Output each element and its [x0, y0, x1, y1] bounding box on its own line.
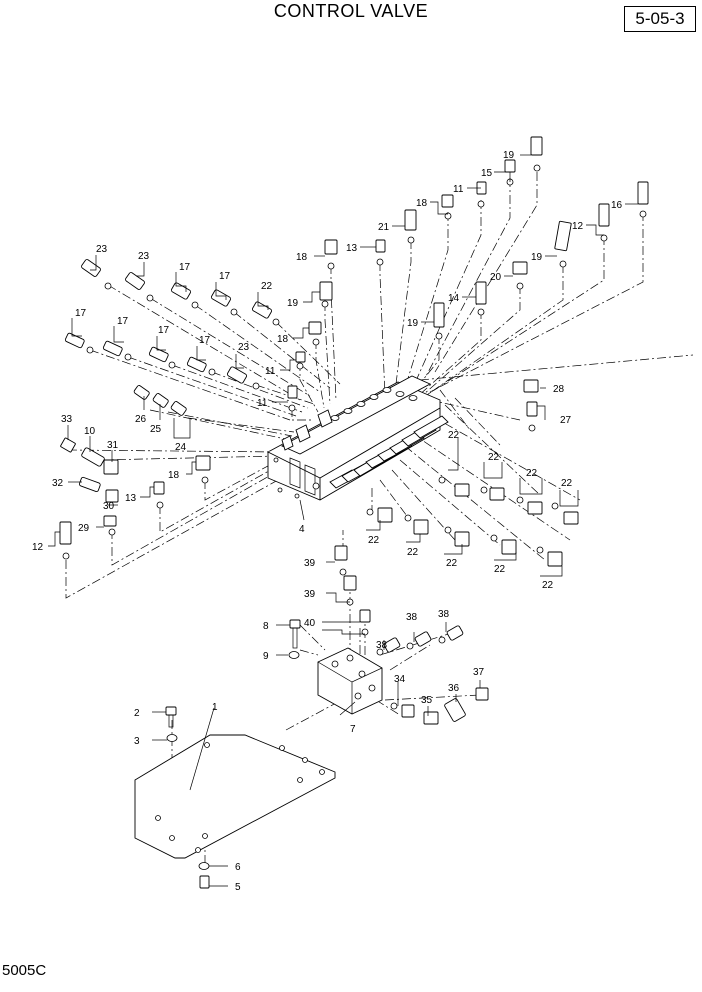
- callout-17c: 17: [75, 308, 87, 319]
- callout-39: 39: [304, 558, 316, 569]
- callout-23: 23: [96, 244, 108, 255]
- callout-24: 24: [175, 442, 187, 453]
- callout-17b: 17: [219, 271, 231, 282]
- callout-18: 18: [416, 198, 428, 209]
- callout-13b: 13: [125, 493, 137, 504]
- leader-lines-right-lower: [371, 354, 694, 561]
- callout-22f: 22: [368, 535, 380, 546]
- footer-code: 5005C: [2, 962, 47, 979]
- callout-16: 16: [611, 200, 623, 211]
- callout-17e: 17: [158, 325, 170, 336]
- callout-22b: 22: [448, 430, 460, 441]
- callout-22h: 22: [446, 558, 458, 569]
- fittings: [59, 136, 649, 889]
- callout-10: 10: [84, 426, 96, 437]
- callout-15: 15: [481, 168, 493, 179]
- callout-1: 1: [212, 702, 218, 713]
- callout-22e: 22: [561, 478, 573, 489]
- callout-25: 25: [150, 424, 162, 435]
- page-number-box: 5-05-3: [624, 6, 696, 32]
- callout-11b: 11: [265, 366, 276, 377]
- callout-21: 21: [378, 222, 390, 233]
- callout-36: 36: [448, 683, 460, 694]
- callout-19d: 19: [287, 298, 299, 309]
- callout-leaders: [48, 154, 638, 887]
- callout-34: 34: [394, 674, 406, 685]
- callout-8: 8: [263, 621, 269, 632]
- callout-37: 37: [473, 667, 485, 678]
- page-title: CONTROL VALVE: [273, 1, 429, 21]
- callout-28: 28: [553, 384, 565, 395]
- callout-31: 31: [107, 440, 119, 451]
- callout-22g: 22: [407, 547, 419, 558]
- callout-35: 35: [421, 695, 433, 706]
- leader-lines-upper-left: [89, 284, 341, 441]
- callout-17d: 17: [117, 316, 129, 327]
- callout-9: 9: [263, 651, 269, 662]
- callout-22c: 22: [488, 452, 500, 463]
- callout-5: 5: [235, 882, 241, 893]
- callout-17f: 17: [199, 335, 211, 346]
- callout-23c: 23: [238, 342, 250, 353]
- callout-7: 7: [350, 724, 356, 735]
- leader-lines-upper-right: [291, 172, 644, 421]
- callout-22j: 22: [542, 580, 554, 591]
- callout-23b: 23: [138, 251, 150, 262]
- callout-38: 38: [376, 640, 388, 651]
- callout-18d: 18: [168, 470, 180, 481]
- callout-13: 13: [346, 243, 358, 254]
- callout-12: 12: [572, 221, 584, 232]
- control-valve-body: [267, 375, 449, 501]
- callout-11: 11: [453, 184, 464, 195]
- callout-27: 27: [560, 415, 572, 426]
- callout-4: 4: [299, 524, 305, 535]
- callout-40: 40: [304, 618, 316, 629]
- callout-20: 20: [490, 272, 502, 283]
- mounting-plate: [134, 734, 336, 859]
- callout-22d: 22: [526, 468, 538, 479]
- leader-lines-left-lower: [65, 449, 297, 599]
- callout-33: 33: [61, 414, 73, 425]
- callout-30: 30: [103, 501, 115, 512]
- callout-14: 14: [448, 293, 460, 304]
- callout-18c: 18: [277, 334, 289, 345]
- callout-12b: 12: [32, 542, 44, 553]
- callout-6: 6: [235, 862, 241, 873]
- callout-19c: 19: [407, 318, 419, 329]
- callout-32: 32: [52, 478, 64, 489]
- callout-39b: 39: [304, 589, 316, 600]
- callout-19: 19: [503, 150, 515, 161]
- lower-valve-block: [317, 647, 383, 715]
- callout-29: 29: [78, 523, 90, 534]
- callout-22: 22: [261, 281, 273, 292]
- callout-17: 17: [179, 262, 191, 273]
- callout-2: 2: [134, 708, 140, 719]
- callout-38b: 38: [406, 612, 418, 623]
- callout-11c: 11: [257, 398, 268, 409]
- callout-22i: 22: [494, 564, 506, 575]
- callout-26: 26: [135, 414, 147, 425]
- callout-labels: 19 15 11 18 21 13 16 12 19 20 14 19 18 1…: [32, 150, 623, 893]
- callout-3: 3: [134, 736, 140, 747]
- callout-38c: 38: [438, 609, 450, 620]
- callout-18b: 18: [296, 252, 308, 263]
- callout-19b: 19: [531, 252, 543, 263]
